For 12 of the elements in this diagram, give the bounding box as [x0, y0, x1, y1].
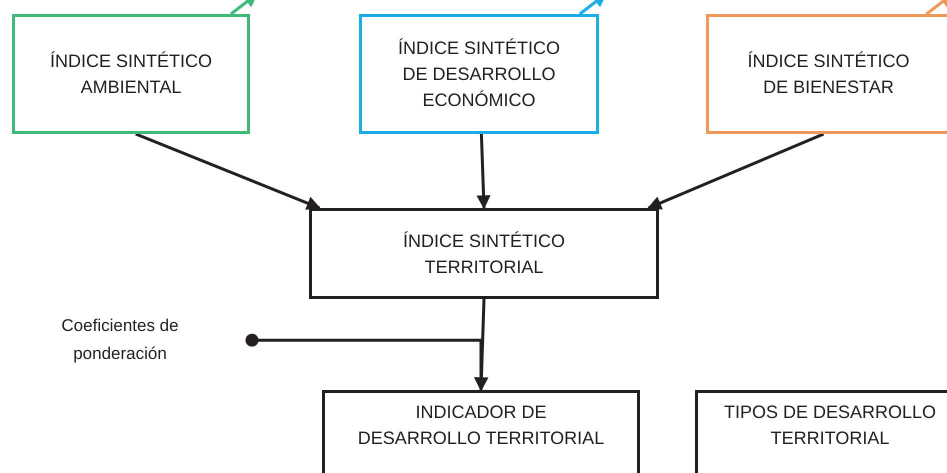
weighting-label: Coeficientes de ponderación — [60, 315, 180, 365]
process-box: TIPOS DE DESARROLLO TERRITORIAL — [695, 390, 947, 473]
process-box: ÍNDICE SINTÉTICO TERRITORIAL — [309, 208, 659, 299]
process-box: ÍNDICE SINTÉTICO AMBIENTAL — [12, 14, 250, 134]
arrow — [246, 334, 488, 392]
arrow — [926, 0, 947, 16]
arrow — [135, 132, 321, 210]
process-box: INDICADOR DE DESARROLLO TERRITORIAL — [322, 390, 640, 473]
arrow — [476, 134, 491, 210]
process-box: ÍNDICE SINTÉTICO DE BIENESTAR — [706, 14, 947, 134]
arrow — [647, 132, 824, 210]
process-box: ÍNDICE SINTÉTICO DE DESARROLLO ECONÓMICO — [359, 14, 599, 134]
